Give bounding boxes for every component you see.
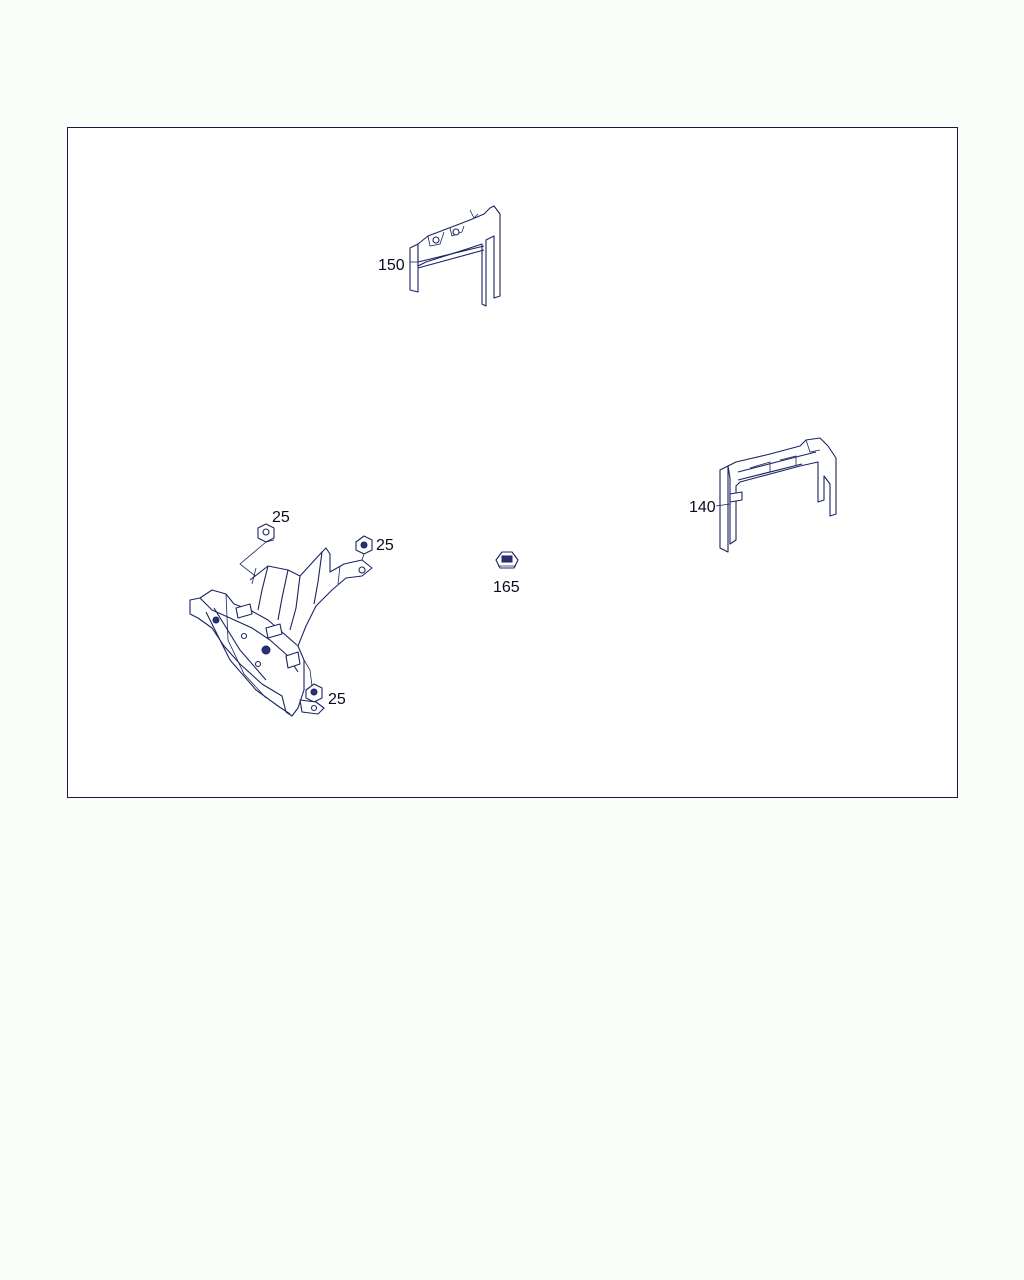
callout-150: 150: [378, 257, 405, 274]
callout-25-c: 25: [328, 691, 346, 708]
part-140-bracket[interactable]: [715, 437, 837, 553]
callout-25-a: 25: [272, 509, 290, 526]
callout-25-b: 25: [376, 537, 394, 554]
nut-25-b[interactable]: [355, 535, 373, 561]
callout-140: 140: [689, 499, 716, 516]
nut-25-c[interactable]: [305, 683, 323, 703]
part-165-clip[interactable]: [495, 551, 519, 569]
callout-165: 165: [493, 579, 520, 596]
side-member-assembly[interactable]: [189, 547, 373, 717]
part-150-bracket[interactable]: [409, 205, 501, 307]
